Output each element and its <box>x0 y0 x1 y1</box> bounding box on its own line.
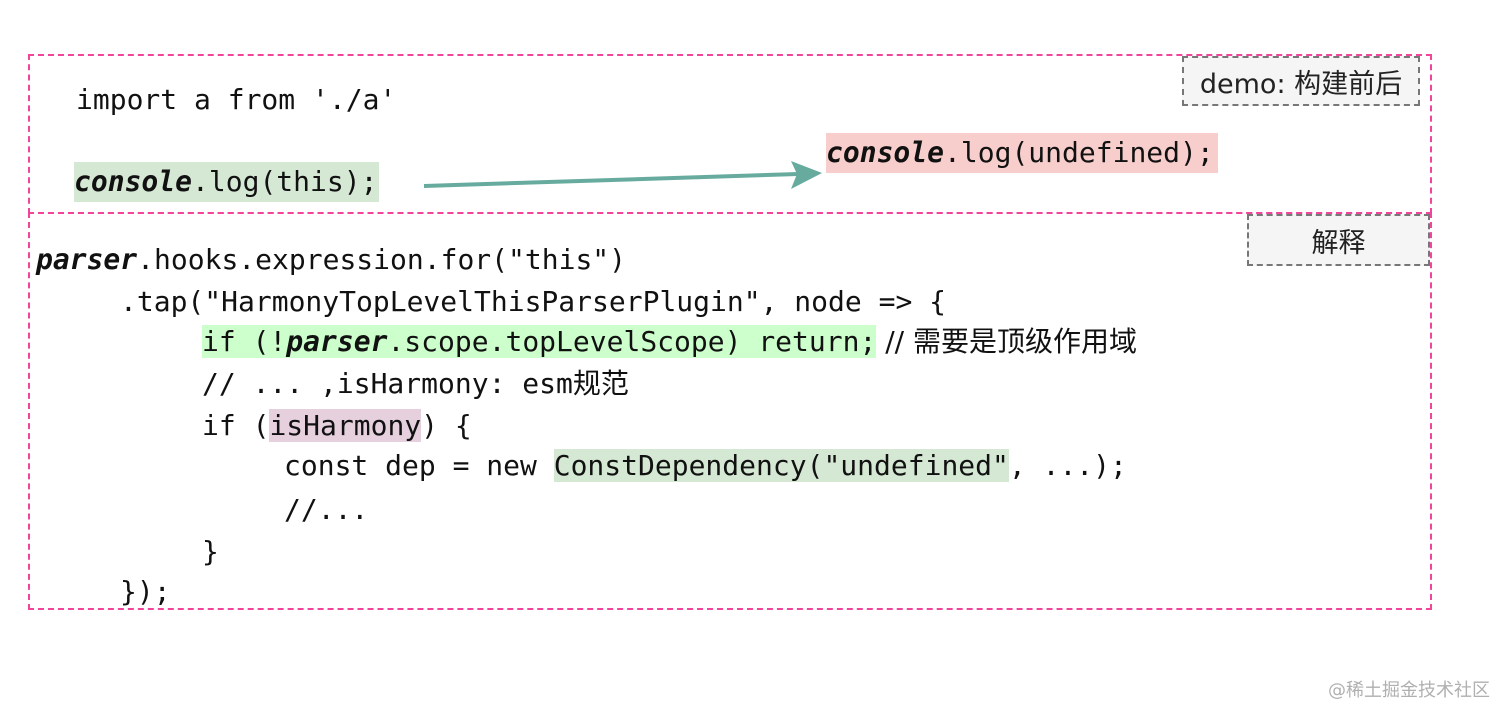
before-log-line: console.log(this); <box>74 162 380 202</box>
after-log-line: console.log(undefined); <box>826 133 1218 173</box>
before-log-call: .log(this); <box>192 165 378 198</box>
is-harmony-highlight: isHarmony <box>269 409 422 442</box>
scope-check-highlight: if (!parser.scope.topLevelScope) return; <box>202 325 877 358</box>
after-log-call: .log(undefined); <box>944 136 1214 169</box>
explain-label: 解释 <box>1247 214 1430 266</box>
arrow-head <box>791 161 822 189</box>
hooks-call: .hooks.expression.for("this") <box>137 243 627 276</box>
scope-check-post: .scope.topLevelScope) return; <box>387 325 877 358</box>
code-line-5: if (isHarmony) { <box>202 406 472 446</box>
const-dep-post: , ...); <box>1008 449 1127 482</box>
const-dep-pre: const dep = new <box>284 449 554 482</box>
code-line-7: //... <box>284 493 369 526</box>
if-harmony-pre: if ( <box>202 409 270 442</box>
code-line-2: .tap("HarmonyTopLevelThisParserPlugin", … <box>120 285 947 318</box>
demo-label: demo: 构建前后 <box>1182 56 1420 106</box>
const-dependency-highlight: ConstDependency("undefined" <box>553 449 1009 482</box>
scope-check-pre: if (! <box>202 325 287 358</box>
import-line: import a from './a' <box>76 83 397 116</box>
code-line-3: if (!parser.scope.topLevelScope) return;… <box>202 322 1137 362</box>
code-line-9: }); <box>120 575 171 608</box>
explain-box <box>28 212 1432 610</box>
code-line-1: parser.hooks.expression.for("this") <box>36 240 626 280</box>
code-line-8: } <box>202 535 219 568</box>
before-log-object: console <box>74 165 193 198</box>
scope-check-parser: parser <box>286 325 388 358</box>
after-log-object: console <box>826 136 945 169</box>
arrow-shaft <box>423 172 799 188</box>
code-line-4: // ... ,isHarmony: esm规范 <box>202 367 629 400</box>
code-line-6: const dep = new ConstDependency("undefin… <box>284 446 1127 486</box>
parser-object: parser <box>36 243 138 276</box>
if-harmony-post: ) { <box>421 409 472 442</box>
scope-comment: // 需要是顶级作用域 <box>876 325 1137 358</box>
watermark: @稀土掘金技术社区 <box>1328 680 1490 701</box>
